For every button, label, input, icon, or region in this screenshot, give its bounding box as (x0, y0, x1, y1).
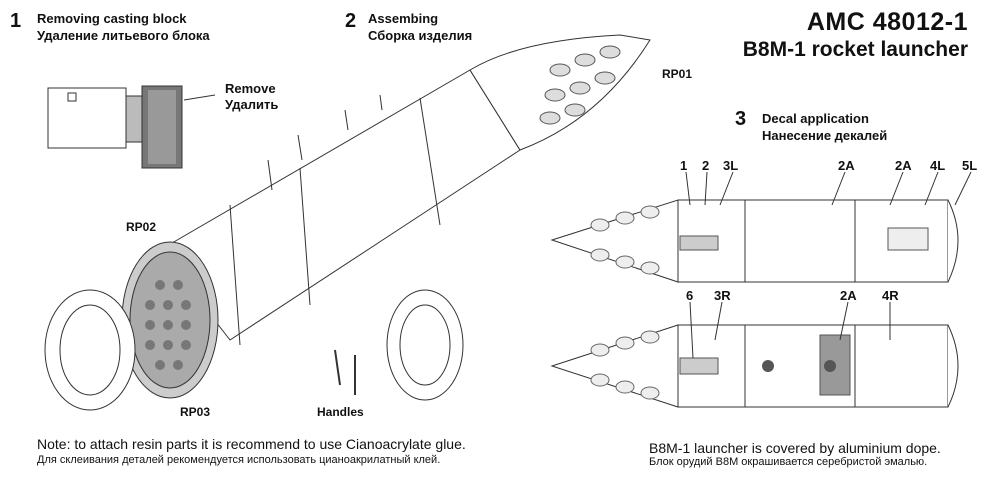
note-paint-en: B8M-1 launcher is covered by aluminium d… (649, 440, 941, 456)
remove-label-en: Remove (225, 81, 276, 96)
note-glue-en: Note: to attach resin parts it is recomm… (37, 436, 466, 452)
decal-callout-3r: 3R (714, 288, 731, 303)
note-glue-ru: Для склеивания деталей рекомендуется исп… (37, 454, 441, 466)
product-code: AMC 48012-1 (806, 8, 968, 36)
decal-callout-2a-c: 2A (840, 288, 857, 303)
step-3-title-en: Decal application (762, 111, 869, 126)
decal-view-bottom (550, 301, 959, 408)
decal-callout-2a-b: 2A (895, 158, 912, 173)
remove-label-ru: Удалить (225, 97, 279, 112)
decal-callout-5l: 5L (962, 158, 978, 173)
part-handles: Handles (317, 405, 364, 419)
step-1-title-en: Removing casting block (37, 11, 187, 26)
step-1-title-ru: Удаление литьевого блока (37, 28, 210, 43)
step-2-title-en: Assembing (368, 11, 439, 26)
decal-callout-4r: 4R (882, 288, 899, 303)
remove-leader-line (183, 94, 216, 101)
decal-view-top (550, 171, 972, 283)
part-rp01: RP01 (662, 67, 693, 81)
launcher-body-drawing (44, 34, 651, 411)
part-rp02: RP02 (126, 220, 157, 234)
step-2-number: 2 (345, 10, 357, 32)
decal-callout-4l: 4L (930, 158, 946, 173)
casting-block-drawing (47, 85, 216, 169)
step-1-number: 1 (10, 10, 22, 32)
step-3-title-ru: Нанесение декалей (762, 128, 888, 143)
step-2-title-ru: Сборка изделия (368, 28, 473, 43)
decal-callout-2a-a: 2A (838, 158, 855, 173)
decal-callout-6: 6 (686, 288, 694, 303)
decal-callout-2: 2 (702, 158, 710, 173)
decal-callout-3l: 3L (723, 158, 739, 173)
note-paint-ru: Блок орудий B8M окрашивается серебристой… (649, 456, 928, 468)
product-title: B8M-1 rocket launcher (742, 38, 968, 61)
step-3-number: 3 (735, 108, 747, 130)
decal-callout-1: 1 (680, 158, 688, 173)
part-rp03: RP03 (180, 405, 211, 419)
